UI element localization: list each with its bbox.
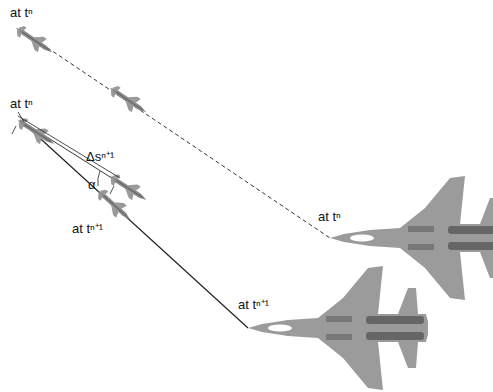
time-label: at tⁿ⁺¹ (72, 222, 103, 236)
time-label: at tⁿ (10, 97, 33, 111)
time-label: at tⁿ (318, 210, 341, 224)
angle-label: α (88, 178, 96, 192)
time-label: at tⁿ⁺¹ (238, 298, 269, 312)
time-label: at tⁿ (10, 6, 33, 20)
distance-label: Δsⁿ⁺¹ (86, 150, 114, 164)
